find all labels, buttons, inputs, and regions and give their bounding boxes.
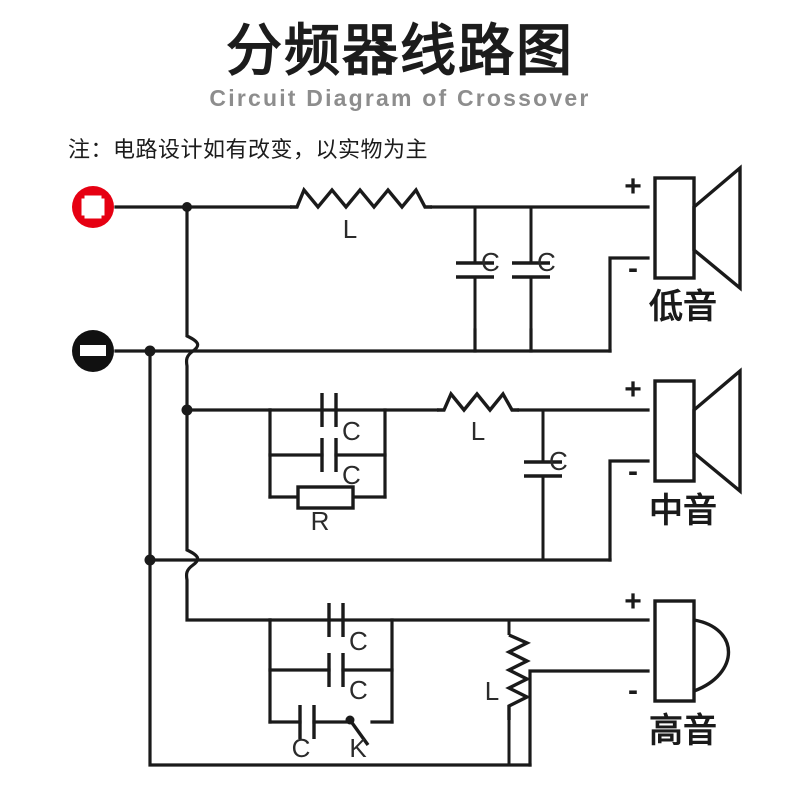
tweeter-switch[interactable] xyxy=(345,715,394,746)
tweeter-capacitor-3-label: C xyxy=(292,733,311,763)
speaker-body xyxy=(653,176,696,280)
design-note: 注：电路设计如有改变，以实物为主 xyxy=(68,137,429,162)
tweeter-name-label: 高音 xyxy=(649,712,717,750)
tweeter-capacitor-2 xyxy=(327,653,345,687)
page-header: 分频器线路图 Circuit Diagram of Crossover xyxy=(0,0,800,112)
midrange-capacitor-1-label: C xyxy=(342,416,361,446)
tweeter-switch-label: K xyxy=(349,733,367,763)
wire-positive-bus xyxy=(184,205,272,622)
speaker-cone xyxy=(692,367,742,495)
midrange-capacitor-3-label: C xyxy=(549,446,568,476)
midrange-capacitor-2-label: C xyxy=(342,460,361,490)
woofer-minus-label: - xyxy=(628,252,638,285)
inductor-zigzag xyxy=(505,633,531,720)
midrange-resistor xyxy=(296,485,355,510)
woofer-capacitor-1 xyxy=(456,207,494,330)
junction-dot-positive-top xyxy=(182,202,192,212)
woofer-inductor-label: L xyxy=(343,214,357,244)
page-title: 分频器线路图 xyxy=(226,19,574,82)
speaker-dome xyxy=(693,618,731,693)
woofer-capacitor-2 xyxy=(512,207,550,330)
woofer-speaker-symbol xyxy=(653,164,742,292)
positive-terminal[interactable] xyxy=(72,186,114,228)
wire-tweeter-negative-return xyxy=(528,669,650,767)
plus-horizontal-bar xyxy=(81,198,105,216)
speaker-cone xyxy=(692,164,742,292)
woofer-inductor xyxy=(290,186,432,210)
speaker-body xyxy=(653,379,696,483)
midrange-inductor xyxy=(437,390,519,413)
woofer-plus-label: + xyxy=(624,170,642,203)
woofer-name-label: 低音 xyxy=(649,288,717,326)
midrange-minus-label: - xyxy=(628,455,638,488)
midrange-capacitor-1 xyxy=(320,393,338,427)
tweeter-capacitor-1-label: C xyxy=(349,626,368,656)
midrange-resistor-label: R xyxy=(311,506,330,536)
inductor-zigzag xyxy=(437,390,519,413)
tweeter-capacitor-1 xyxy=(327,603,345,637)
negative-terminal[interactable] xyxy=(72,330,114,372)
woofer-capacitor-1-label: C xyxy=(481,247,500,277)
midrange-name-label: 中音 xyxy=(649,492,717,530)
wire-negative-bus xyxy=(148,349,532,767)
tweeter-inductor-label: L xyxy=(485,676,499,706)
tweeter-capacitor-2-label: C xyxy=(349,675,368,705)
midrange-capacitor-3 xyxy=(524,410,562,560)
midrange-capacitor-2 xyxy=(320,438,338,472)
wire-woofer-negative-return xyxy=(608,256,650,353)
midrange-inductor-label: L xyxy=(471,416,485,446)
tweeter-plus-label: + xyxy=(624,585,642,618)
minus-bar xyxy=(80,345,106,356)
speaker-body xyxy=(653,599,696,703)
wire-midrange-negative-return xyxy=(608,459,650,562)
midrange-plus-label: + xyxy=(624,373,642,406)
inductor-zigzag xyxy=(290,186,432,210)
switch-blade xyxy=(348,719,370,746)
tweeter-speaker-symbol xyxy=(653,599,731,703)
tweeter-minus-label: - xyxy=(628,674,638,707)
midrange-speaker-symbol xyxy=(653,367,742,495)
tweeter-inductor xyxy=(505,620,531,765)
page-subtitle: Circuit Diagram of Crossover xyxy=(209,84,591,111)
woofer-capacitor-2-label: C xyxy=(537,247,556,277)
